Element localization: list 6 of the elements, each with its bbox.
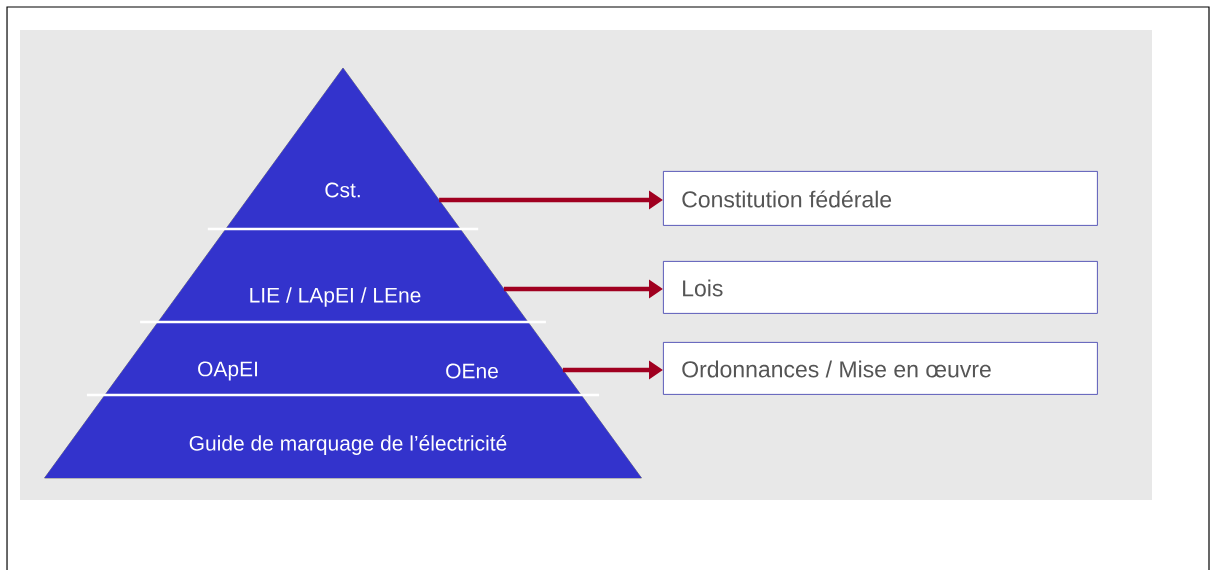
text-box: Lois — [663, 261, 1098, 314]
text-box: Constitution fédérale — [663, 171, 1098, 226]
text-box: Ordonnances / Mise en œuvre — [663, 342, 1098, 395]
pyramid-level: Cst. — [225, 68, 461, 229]
pyramid-level: LIE / LApEI / LEne — [158, 229, 528, 322]
pyramid-level: OApEI OEne — [104, 322, 582, 395]
